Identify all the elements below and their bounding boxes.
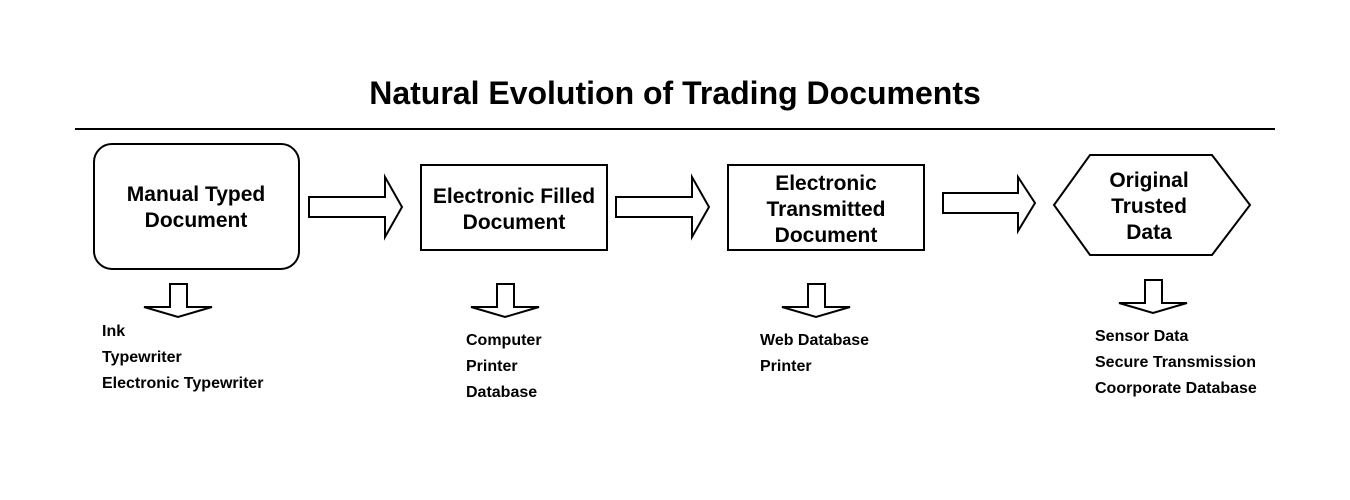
stage-label-line: Electronic Filled (433, 185, 595, 208)
list-item: Sensor Data (1095, 328, 1188, 345)
diagram-title: Natural Evolution of Trading Documents (369, 75, 981, 111)
stage-items-list: Sensor Data Secure Transmission Coorpora… (1095, 328, 1257, 397)
stage-box (420, 164, 608, 251)
stage-label-line: Document (463, 211, 566, 234)
down-arrow-icon (781, 283, 851, 319)
stage-items-list: Computer Printer Database (466, 332, 542, 401)
stage-label-line: Transmitted (766, 198, 885, 221)
right-arrow-icon (942, 173, 1037, 235)
stage-label-line: Manual Typed (127, 183, 265, 206)
list-item: Database (466, 384, 537, 401)
down-arrow-icon (143, 283, 213, 319)
stage-label-line: Document (145, 209, 248, 232)
stage-label-line: Data (1126, 221, 1172, 244)
stage-manual-typed-document: Manual Typed Document (93, 143, 300, 270)
right-arrow-icon (615, 173, 711, 241)
stage-label-line: Document (775, 224, 878, 247)
stage-original-trusted-data: Original Trusted Data (1052, 154, 1252, 256)
stage-hexagon (1052, 154, 1252, 256)
list-item: Web Database (760, 332, 869, 349)
list-item: Coorporate Database (1095, 380, 1257, 397)
list-item: Computer (466, 332, 542, 349)
stage-electronic-transmitted-document: Electronic Transmitted Document (727, 164, 925, 251)
stage-items-list: Ink Typewriter Electronic Typewriter (102, 323, 264, 392)
down-arrow-icon (470, 283, 540, 319)
list-item: Ink (102, 323, 125, 340)
stage-items-list: Web Database Printer (760, 332, 869, 375)
right-arrow-icon (308, 173, 404, 241)
stage-label-line: Electronic (775, 172, 877, 195)
list-item: Secure Transmission (1095, 354, 1256, 371)
list-item: Typewriter (102, 349, 182, 366)
list-item: Electronic Typewriter (102, 375, 264, 392)
stage-label-line: Trusted (1111, 195, 1187, 218)
stage-label-line: Original (1109, 169, 1188, 192)
down-arrow-icon (1118, 279, 1188, 315)
list-item: Printer (760, 358, 812, 375)
stage-box (93, 143, 300, 270)
stage-electronic-filled-document: Electronic Filled Document (420, 164, 608, 251)
stage-box (727, 164, 925, 251)
list-item: Printer (466, 358, 518, 375)
